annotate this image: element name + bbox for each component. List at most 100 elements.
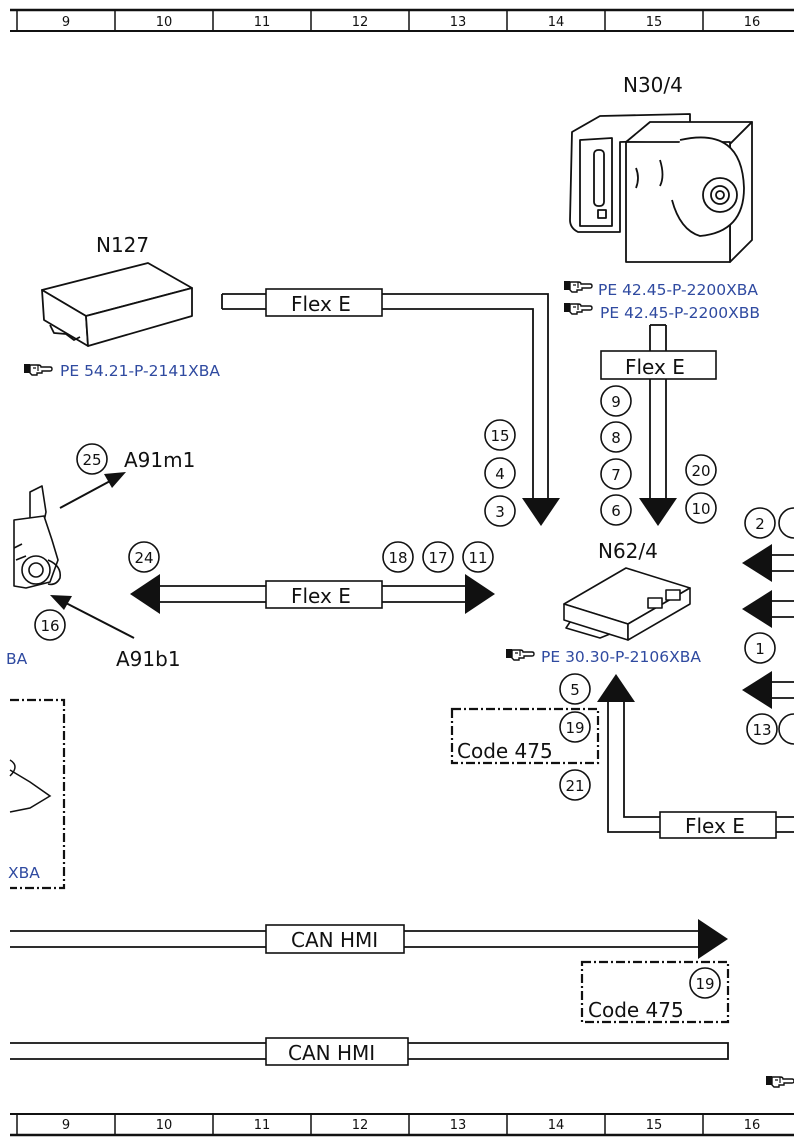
number-marker: 4 [484,457,516,489]
svg-text:4: 4 [495,465,505,483]
n30-4-label: N30/4 [623,73,683,97]
n127-unit-illustration [41,262,193,347]
esp-unit-illustration [569,113,753,263]
number-marker: 9 [600,385,632,417]
number-marker: 2 [744,507,776,539]
column-label: 9 [62,15,70,30]
column-label: 12 [352,1118,369,1133]
can-hmi-bus-label: CAN HMI [288,1041,375,1065]
number-marker: 13 [746,713,778,745]
svg-text:16: 16 [40,617,59,635]
number-marker: 25 [76,443,108,475]
pointing-hand-icon [563,280,593,293]
flex-e-label-box [659,811,777,839]
right-edge-arrows [742,544,794,709]
left-cropped-reference: BA [6,650,28,668]
column-label: 13 [450,15,467,30]
number-marker: 5 [559,673,591,705]
number-marker: 3 [484,495,516,527]
n62-4-reference[interactable]: PE 30.30-P-2106XBA [541,648,701,666]
number-marker-cropped [778,713,794,745]
number-marker: 8 [600,421,632,453]
top-column-ruler: 9 10 11 12 13 14 15 16 [10,8,794,32]
number-marker: 24 [128,541,160,573]
code-475-label: Code 475 [457,739,553,763]
svg-text:2: 2 [755,515,765,533]
svg-text:7: 7 [611,466,621,484]
n30-4-reference-2[interactable]: PE 42.45-P-2200XBB [600,304,760,322]
number-marker: 10 [685,492,717,524]
column-label: 13 [450,1118,467,1133]
code-475-dashed-box [450,707,600,765]
can-hmi-bus-label: CAN HMI [291,928,378,952]
n127-reference[interactable]: PE 54.21-P-2141XBA [60,362,220,380]
flex-e-bus-label: Flex E [685,814,745,838]
number-marker: 19 [689,967,721,999]
number-marker: 16 [34,609,66,641]
n127-label: N127 [96,233,149,257]
column-label: 16 [744,15,761,30]
pointing-hand-icon [23,363,53,376]
column-label: 14 [548,15,565,30]
a91m1-label: A91m1 [124,448,195,472]
pointing-hand-icon [563,302,593,315]
a91-actuator-illustration [13,485,62,589]
code-475-dashed-box [580,960,730,1024]
pointing-hand-icon [765,1075,794,1088]
number-marker: 15 [484,419,516,451]
svg-text:3: 3 [495,503,505,521]
n30-4-reference-1[interactable]: PE 42.45-P-2200XBA [598,281,758,299]
svg-text:21: 21 [565,777,584,795]
svg-text:24: 24 [134,549,153,567]
flex-e-bus-top [221,293,560,526]
flex-e-label-box [600,350,717,380]
can-hmi-label-box [265,1037,409,1066]
svg-text:17: 17 [428,549,447,567]
svg-text:25: 25 [82,451,101,469]
svg-text:19: 19 [565,719,584,737]
column-label: 15 [646,15,663,30]
column-label: 11 [254,15,271,30]
column-label: 14 [548,1118,565,1133]
flex-e-label-box [265,288,383,317]
svg-text:15: 15 [490,427,509,445]
flex-e-label-box [265,580,383,609]
number-marker: 18 [382,541,414,573]
left-dashed-box [9,698,66,890]
svg-text:9: 9 [611,393,621,411]
svg-text:20: 20 [691,462,710,480]
number-marker: 6 [600,494,632,526]
bottom-column-ruler: 9 10 11 12 13 14 15 16 [10,1113,794,1137]
svg-text:10: 10 [691,500,710,518]
flex-e-bus-label: Flex E [625,355,685,379]
svg-text:8: 8 [611,429,621,447]
svg-text:18: 18 [388,549,407,567]
number-marker: 11 [462,541,494,573]
column-label: 11 [254,1118,271,1133]
number-marker: 19 [559,711,591,743]
column-label: 16 [744,1118,761,1133]
n62-4-label: N62/4 [598,539,658,563]
code-475-label: Code 475 [588,998,684,1022]
left-cropped-reference: XBA [8,864,40,882]
svg-text:1: 1 [755,640,765,658]
can-hmi-label-box [265,924,405,954]
flex-e-bus-label: Flex E [291,292,351,316]
a91b1-label: A91b1 [116,647,181,671]
number-marker: 1 [744,632,776,664]
pointing-hand-icon [505,648,535,661]
number-marker: 21 [559,769,591,801]
column-label: 12 [352,15,369,30]
number-marker-cropped [778,507,794,539]
n62-4-unit-illustration [563,567,691,641]
number-marker: 17 [422,541,454,573]
svg-text:5: 5 [570,681,580,699]
column-label: 9 [62,1118,70,1133]
svg-text:11: 11 [468,549,487,567]
number-marker: 20 [685,454,717,486]
column-label: 10 [156,1118,173,1133]
svg-text:19: 19 [695,975,714,993]
svg-text:13: 13 [752,721,771,739]
flex-e-bus-label: Flex E [291,584,351,608]
